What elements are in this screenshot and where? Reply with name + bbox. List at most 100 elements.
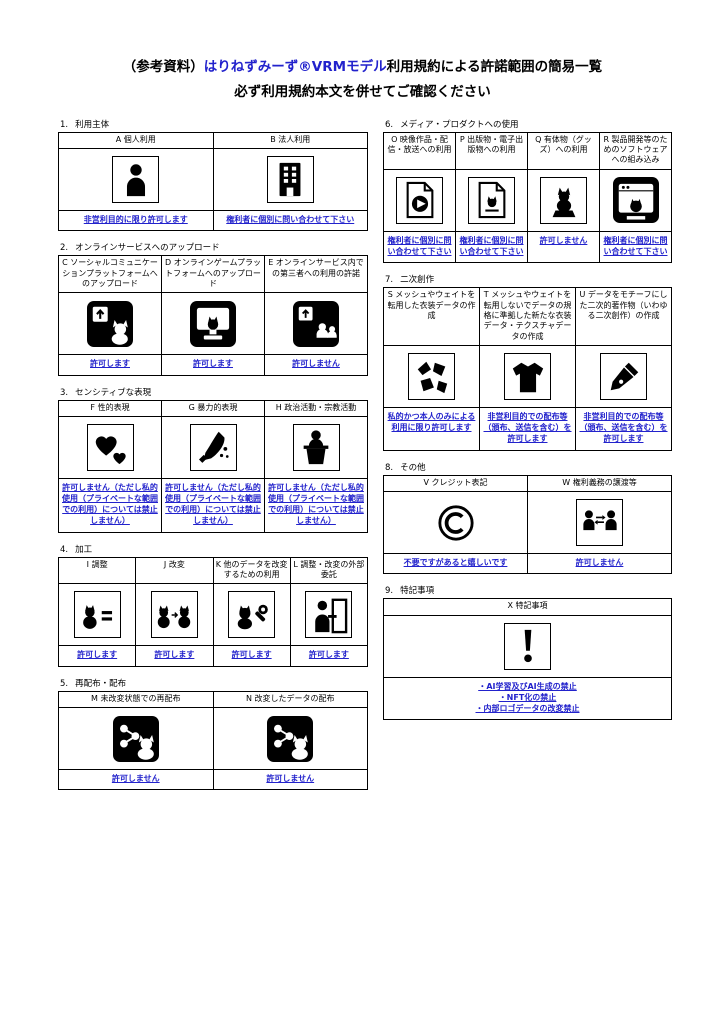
section-number: 3.: [60, 387, 69, 398]
redistribute-icon: [112, 715, 159, 762]
costume-icon: [504, 353, 551, 401]
title-brand: はりねずみーず®VRMモデル: [203, 59, 387, 75]
permission-status: 許可しません: [528, 231, 600, 264]
section-heading: 3. センシティブな表現: [60, 386, 368, 398]
usage-icon-cell: [384, 346, 480, 409]
section-number: 8.: [385, 462, 394, 473]
section-heading: 4. 加工: [60, 543, 368, 555]
usage-label: T メッシュやウェイトを転用しないでデータの規格に準拠した新たな衣装データ・テク…: [480, 288, 576, 347]
permission-status: 非営利目的での配布等（頒布、送信を含む）を許可します: [576, 408, 672, 451]
permission-status: 権利者に個別に問い合わせて下さい: [600, 231, 672, 264]
section-title: センシティブな表現: [75, 387, 152, 398]
usage-label: J 改変: [136, 557, 214, 585]
section-heading: 1.利用主体: [60, 118, 368, 130]
permission-status: 許可します: [290, 646, 368, 667]
status-line: ・内部ロゴデータの改変禁止: [475, 703, 580, 713]
usage-icon-cell: [59, 708, 214, 770]
usage-icon-cell: [384, 492, 528, 555]
usage-icon-cell: [480, 346, 576, 409]
software-icon: [612, 177, 659, 224]
permission-status: 許可しません: [265, 355, 368, 376]
usage-label: P 出版物・電子出版物への利用: [456, 132, 528, 170]
section-number: 5.: [60, 678, 69, 689]
permission-status: 許可します: [59, 646, 137, 667]
knife-icon: [189, 423, 237, 471]
permission-status: 許可しません: [528, 554, 672, 575]
status-line: ・NFT化の禁止: [498, 692, 557, 702]
usage-label: E オンラインサービス内での第三者への利用の許諾: [265, 256, 368, 294]
usage-label: H 政治活動・宗教活動: [265, 400, 368, 417]
usage-label: A 個人利用: [59, 132, 214, 149]
goods-icon: [540, 176, 587, 224]
usage-label: F 性的表現: [59, 400, 162, 417]
pen-icon: [600, 353, 647, 401]
section-number: 2.: [60, 243, 69, 254]
usage-label: L 調整・改変の外部委託: [290, 557, 368, 585]
usage-label: B 法人利用: [213, 132, 368, 149]
permission-status: 非営利目的での配布等（頒布、送信を含む）を許可します: [480, 408, 576, 451]
section-number: 4.: [60, 544, 69, 555]
usage-label: X 特記事項: [384, 599, 672, 616]
permission-status: 許可します: [136, 646, 214, 667]
section-number: 9.: [385, 586, 394, 597]
section-title: 再配布・配布: [75, 678, 127, 689]
section-number: 7.: [385, 275, 394, 286]
video-icon: [396, 176, 443, 224]
section-heading: 7.二次創作: [385, 273, 672, 285]
permission-status: 許可します: [59, 355, 162, 376]
section-heading: 9.特記事項: [385, 584, 672, 596]
person-icon: [112, 155, 160, 203]
usage-label: S メッシュやウェイトを転用した衣装データの作成: [384, 288, 480, 347]
usage-icon-cell: [162, 293, 265, 356]
permission-status: 許可しません（ただし私的使用（プライベートな範囲での利用）については禁止しません…: [162, 478, 265, 533]
section-title: その他: [400, 462, 426, 473]
rights-transfer-icon: [576, 499, 623, 547]
modify-icon: [150, 591, 198, 639]
publication-icon: [468, 176, 515, 224]
section-title: 加工: [75, 544, 93, 555]
usage-label: D オンラインゲームプラットフォームへのアップロード: [162, 256, 265, 294]
section-heading: 5. 再配布・配布: [60, 677, 368, 689]
usage-icon-cell: [265, 416, 368, 479]
permission-status: ・AI学習及びAI生成の禁止・NFT化の禁止・内部ロゴデータの改変禁止: [384, 677, 672, 721]
permission-status: 権利者に個別に問い合わせて下さい: [213, 210, 368, 232]
adjust-icon: [73, 591, 121, 639]
usage-label: I 調整: [59, 557, 137, 585]
modify-other-data-icon: [228, 591, 276, 639]
usage-icon-cell: [600, 169, 672, 232]
usage-label: R 製品開発等のためのソフトウェアへの組み込み: [600, 132, 672, 170]
permission-status: 許可しません（ただし私的使用（プライベートな範囲での利用）については禁止しません…: [59, 478, 162, 533]
usage-label: Q 有体物（グッズ）への利用: [528, 132, 600, 170]
usage-label: N 改変したデータの配布: [213, 691, 368, 708]
social-upload-icon: [87, 300, 134, 347]
document-subtitle: 必ず利用規約本文を併せてご確認ください: [234, 83, 491, 100]
section-title: メディア・プロダクトへの使用: [400, 119, 519, 130]
title-suffix: 利用規約による許諾範囲の簡易一覧: [386, 59, 603, 75]
usage-icon-cell: [456, 169, 528, 232]
hearts-icon: [86, 423, 134, 471]
permission-status: 許可します: [213, 646, 291, 667]
usage-icon-cell: [162, 416, 265, 479]
usage-label: O 映像作品・配信・放送への利用: [384, 132, 456, 170]
title-prefix: （参考資料）: [122, 59, 204, 75]
outsource-icon: [305, 591, 353, 639]
usage-label: W 権利義務の譲渡等: [528, 475, 672, 493]
usage-icon-cell: [59, 584, 137, 647]
usage-label: M 未改変状態での再配布: [59, 691, 214, 708]
usage-label: V クレジット表記: [384, 475, 528, 493]
usage-icon-cell: [59, 148, 214, 211]
usage-icon-cell: [384, 615, 672, 678]
usage-icon-cell: [136, 584, 214, 647]
usage-icon-cell: [213, 584, 291, 647]
